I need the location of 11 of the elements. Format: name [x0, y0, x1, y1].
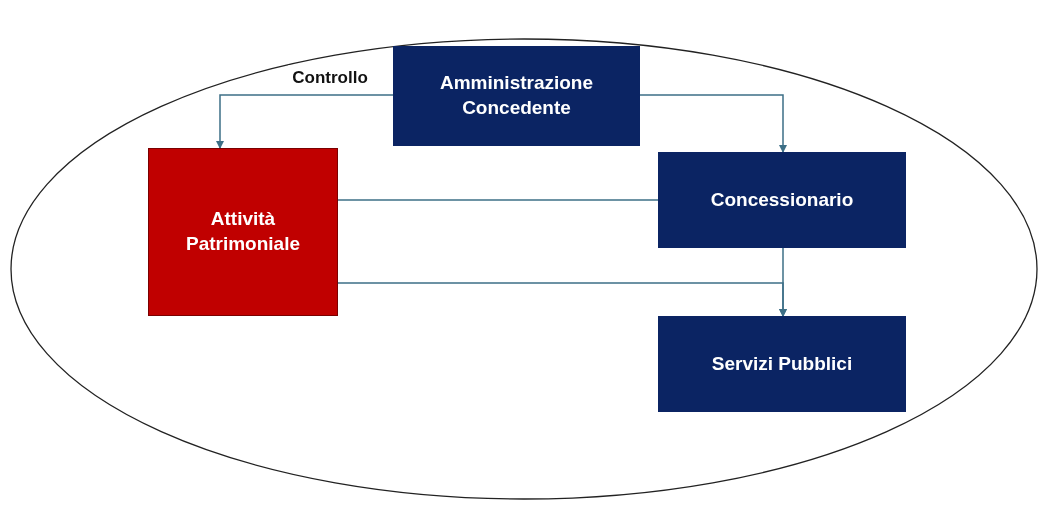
connector-arrow	[639, 94, 787, 153]
process-box	[148, 148, 338, 316]
process-box	[393, 46, 640, 146]
process-box	[658, 316, 906, 412]
box-text: Attività Patrimoniale	[184, 207, 301, 256]
connector-arrow	[337, 282, 787, 317]
connector-arrow	[216, 94, 394, 149]
box-text: Servizi Pubblici	[711, 351, 853, 376]
box-text: Amministrazione Concedente	[438, 71, 595, 120]
process-box	[658, 152, 906, 248]
box-text: Concessionario	[710, 187, 854, 212]
